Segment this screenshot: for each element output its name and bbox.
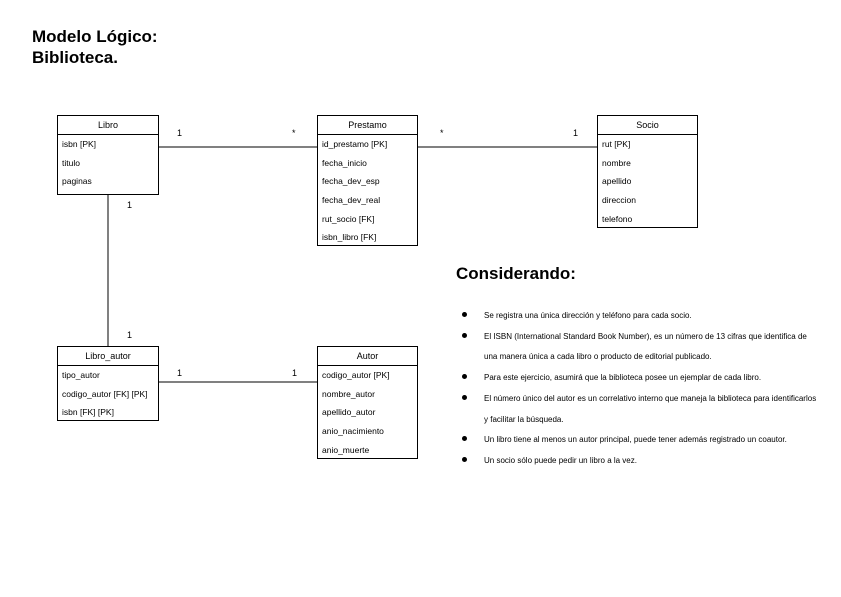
attribute-fecha-inicio: fecha_inicio [322, 157, 367, 168]
attribute-anio-muerte: anio_muerte [322, 444, 370, 455]
attribute-codigo-autor-fk: codigo_autor [FK] [PK] [62, 388, 148, 399]
diagram-title: Modelo Lógico: Biblioteca. [32, 26, 158, 68]
bullet-icon [462, 436, 467, 442]
attribute-fecha-dev-real: fecha_dev_real [322, 195, 381, 206]
entity-socio[interactable]: Socio rut [PK] nombre apellido direccion… [597, 115, 698, 228]
bullet-icon [462, 394, 467, 400]
entity-socio-name: Socio [598, 116, 697, 135]
entity-prestamo[interactable]: Prestamo id_prestamo [PK] fecha_inicio f… [317, 115, 418, 246]
mult-libro-autor-autor-to: 1 [292, 368, 298, 378]
note-text: Un socio sólo puede pedir un libro a la … [484, 455, 637, 465]
entity-autor[interactable]: Autor codigo_autor [PK] nombre_autor ape… [317, 346, 418, 459]
bullet-icon [462, 374, 467, 380]
attribute-paginas: paginas [62, 176, 92, 187]
note-item: Para este ejercicio, asumirá que la bibl… [462, 368, 822, 389]
attribute-id-prestamo: id_prestamo [PK] [322, 139, 388, 149]
attribute-rut: rut [PK] [602, 139, 631, 149]
entity-autor-name: Autor [318, 347, 417, 366]
attribute-codigo-autor: codigo_autor [PK] [322, 370, 390, 380]
diagram-title-line-1: Modelo Lógico: [32, 27, 158, 46]
mult-libro-prestamo-from: 1 [177, 128, 183, 138]
bullet-icon [462, 332, 467, 338]
attribute-direccion: direccion [602, 195, 637, 206]
bullet-icon [462, 312, 467, 317]
mult-libro-libro-autor-to: 1 [127, 330, 133, 340]
attribute-tipo-autor: tipo_autor [62, 370, 100, 380]
entity-socio-attributes: rut [PK] nombre apellido direccion telef… [598, 135, 697, 228]
note-item: Se registra una única dirección y teléfo… [462, 306, 822, 327]
attribute-anio-nacimiento: anio_nacimiento [322, 426, 384, 437]
entity-prestamo-attributes: id_prestamo [PK] fecha_inicio fecha_dev_… [318, 135, 417, 247]
attribute-titulo: titulo [62, 157, 80, 168]
attribute-rut-socio: rut_socio [FK] [322, 213, 375, 224]
note-text: Un libro tiene al menos un autor princip… [484, 435, 787, 445]
entity-libro-autor-attributes: tipo_autor codigo_autor [FK] [PK] isbn [… [58, 366, 158, 422]
note-item: El ISBN (International Standard Book Num… [462, 327, 822, 368]
entity-libro-autor-name: Libro_autor [58, 347, 158, 366]
mult-libro-autor-autor-from: 1 [177, 368, 183, 378]
attribute-apellido-autor: apellido_autor [322, 407, 376, 418]
entity-libro-attributes: isbn [PK] titulo paginas [58, 135, 158, 191]
mult-libro-prestamo-to: * [292, 128, 296, 138]
entity-libro-name: Libro [58, 116, 158, 135]
note-item: Un socio sólo puede pedir un libro a la … [462, 451, 822, 472]
note-text: El ISBN (International Standard Book Num… [484, 331, 807, 362]
attribute-isbn-fk: isbn [FK] [PK] [62, 407, 114, 418]
mult-libro-libro-autor-from: 1 [127, 200, 133, 210]
attribute-nombre: nombre [602, 157, 631, 168]
attribute-telefono: telefono [602, 213, 633, 224]
diagram-title-line-2: Biblioteca. [32, 48, 118, 67]
mult-prestamo-socio-from: * [440, 128, 444, 138]
entity-autor-attributes: codigo_autor [PK] nombre_autor apellido_… [318, 366, 417, 459]
entity-libro[interactable]: Libro isbn [PK] titulo paginas [57, 115, 159, 195]
note-text: Para este ejercicio, asumirá que la bibl… [484, 373, 762, 383]
note-text: El número único del autor es un correlat… [484, 393, 817, 424]
mult-prestamo-socio-to: 1 [573, 128, 579, 138]
attribute-nombre-autor: nombre_autor [322, 388, 375, 399]
note-item: El número único del autor es un correlat… [462, 389, 822, 430]
considering-notes: Se registra una única dirección y teléfo… [462, 306, 822, 472]
entity-prestamo-name: Prestamo [318, 116, 417, 135]
entity-libro-autor[interactable]: Libro_autor tipo_autor codigo_autor [FK]… [57, 346, 159, 421]
attribute-apellido: apellido [602, 176, 632, 187]
attribute-fecha-dev-esp: fecha_dev_esp [322, 176, 380, 187]
attribute-isbn: isbn [PK] [62, 139, 97, 149]
considering-heading: Considerando: [456, 264, 576, 283]
bullet-icon [462, 456, 467, 462]
note-text: Se registra una única dirección y teléfo… [484, 311, 692, 320]
note-item: Un libro tiene al menos un autor princip… [462, 430, 822, 451]
attribute-isbn-libro: isbn_libro [FK] [322, 232, 377, 243]
